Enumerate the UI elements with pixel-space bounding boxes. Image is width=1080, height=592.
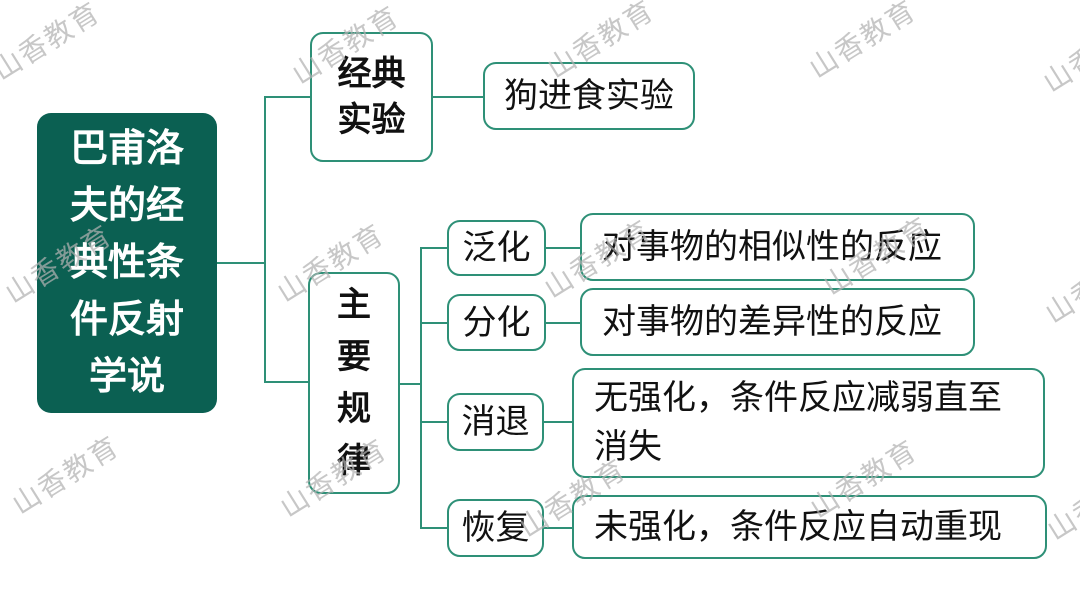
node-recovery-desc: 未强化，条件反应自动重现 — [572, 495, 1047, 559]
connector-root-stub — [217, 262, 265, 264]
node-extinction-label: 消退 — [447, 393, 544, 451]
connector-classic-to-dog — [433, 96, 483, 98]
connector-to-classic-experiment — [264, 96, 310, 98]
watermark: 山香教育 — [0, 0, 106, 87]
node-dog-feeding-experiment: 狗进食实验 — [483, 62, 695, 130]
connector-level1-trunk — [264, 96, 266, 383]
root-node-pavlov-theory: 巴甫洛夫的经典性条件反射学说 — [37, 113, 217, 413]
watermark: 山香教育 — [803, 0, 922, 85]
connector-main-rules-stub — [398, 383, 422, 385]
node-generalization-desc: 对事物的相似性的反应 — [580, 213, 975, 281]
watermark: 山香教育 — [1037, 8, 1080, 99]
node-extinction-desc: 无强化，条件反应减弱直至消失 — [572, 368, 1045, 478]
node-generalization-label: 泛化 — [447, 220, 546, 276]
connector-recovery-desc — [544, 527, 572, 529]
branch-main-rules: 主要规律 — [308, 272, 400, 494]
connector-to-differentiation — [420, 322, 447, 324]
connector-to-main-rules — [264, 381, 310, 383]
connector-generalization-desc — [546, 247, 580, 249]
connector-to-generalization — [420, 247, 447, 249]
connector-to-recovery — [420, 527, 447, 529]
connector-differentiation-desc — [546, 322, 580, 324]
node-differentiation-desc: 对事物的差异性的反应 — [580, 288, 975, 356]
watermark: 山香教育 — [1039, 239, 1080, 330]
connector-to-extinction — [420, 421, 447, 423]
connector-extinction-desc — [544, 421, 572, 423]
node-differentiation-label: 分化 — [447, 294, 546, 351]
watermark: 山香教育 — [6, 430, 125, 521]
node-recovery-label: 恢复 — [447, 499, 544, 557]
connector-level2-trunk — [420, 247, 422, 529]
branch-classic-experiment: 经典实验 — [310, 32, 433, 162]
